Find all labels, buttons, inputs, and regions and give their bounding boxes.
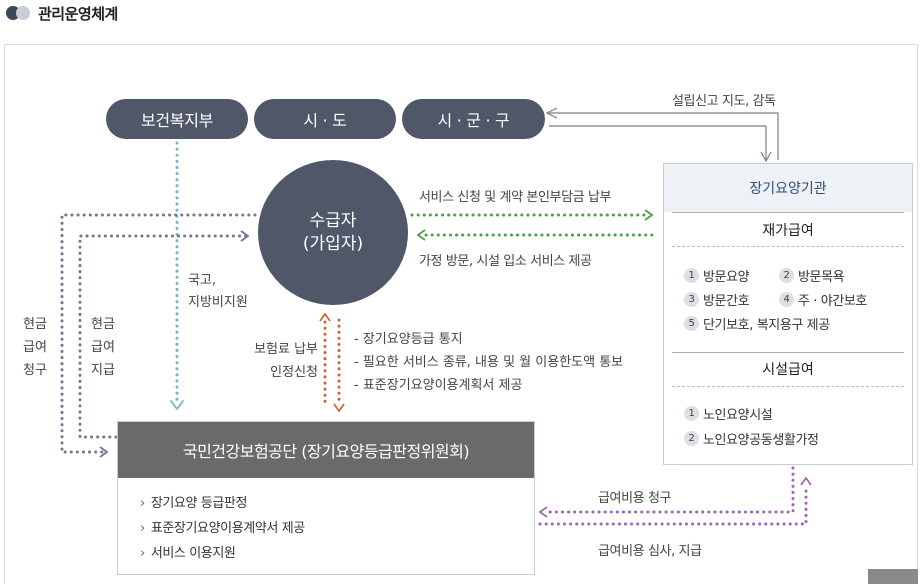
label-cash-claim: 현금 급여 청구 <box>21 313 49 382</box>
chevron-right-icon: › <box>140 546 145 561</box>
label-notice-2: - 필요한 서비스 종류, 내용 및 월 이용한도액 통보 <box>354 355 624 370</box>
section-title: 관리운영체계 <box>38 4 118 23</box>
label-cash-claim-2: 급여 <box>23 340 47 355</box>
home-item-label: 방문목욕 <box>798 270 845 285</box>
label-supervise: 설립신고 지도, 감독 <box>672 94 776 109</box>
chevron-right-icon: › <box>140 496 145 511</box>
facility-item: 1 노인요양시설 <box>684 404 773 423</box>
label-review: 급여비용 심사, 지급 <box>598 544 702 559</box>
premium-arrows <box>323 318 341 406</box>
facility-care-title: 시설급여 <box>762 362 814 378</box>
label-claim: 급여비용 청구 <box>598 491 672 506</box>
subsidy-arrow <box>170 141 184 411</box>
section-header: 관리운영체계 <box>6 4 118 23</box>
facility-item-label: 노인요양시설 <box>703 408 773 423</box>
supervision-arrow <box>545 107 779 163</box>
label-premium-1: 보험료 납부 <box>254 342 318 357</box>
home-item-label: 방문요양 <box>703 270 750 285</box>
label-subsidy-1: 국고, <box>188 273 217 288</box>
home-item-label: 방문간호 <box>703 294 750 309</box>
nhis-item-label: 서비스 이용지원 <box>150 546 236 561</box>
home-item-label: 주 · 야간보호 <box>798 294 867 309</box>
nhis-item: › 표준장기요양이용계약서 제공 <box>140 517 305 536</box>
home-item: 3 방문간호 <box>684 290 750 309</box>
label-notice-1: - 장기요양등급 통지 <box>354 332 463 347</box>
home-item: 2 방문목욕 <box>779 266 845 285</box>
label-cash-claim-1: 현금 <box>23 317 47 332</box>
agency-divider <box>672 212 904 213</box>
nhis-title: 국민건강보험공단 (장기요양등급판정위원회) <box>118 422 534 478</box>
label-subsidy: 국고, 지방비지원 <box>188 270 248 314</box>
bullet-dots-icon <box>6 6 32 20</box>
claim-arrows <box>538 466 808 526</box>
home-item: 5 단기보호, 복지용구 제공 <box>684 314 830 333</box>
home-care-title: 재가급여 <box>762 223 814 239</box>
label-cash-pay: 현금 급여 지급 <box>89 313 117 382</box>
recipient-line1: 수급자 <box>309 210 357 231</box>
label-cash-pay-3: 지급 <box>91 363 115 378</box>
nhis-item: › 서비스 이용지원 <box>140 542 236 561</box>
facility-item-label: 노인요양공동생활가정 <box>703 433 819 448</box>
nhis-box: 국민건강보험공단 (장기요양등급판정위원회) › 장기요양 등급판정 › 표준장기요… <box>117 421 535 575</box>
scroll-top-button[interactable] <box>868 569 918 584</box>
home-item: 1 방문요양 <box>684 266 750 285</box>
node-mohw-label: 보건복지부 <box>140 111 214 130</box>
label-service-apply: 서비스 신청 및 계약 본인부담금 납부 <box>419 190 612 205</box>
home-care-divider <box>672 246 904 247</box>
label-cash-pay-2: 급여 <box>91 340 115 355</box>
number-badge-icon: 2 <box>779 268 794 283</box>
facility-item: 2 노인요양공동생활가정 <box>684 429 819 448</box>
label-service-provide: 가정 방문, 시설 입소 서비스 제공 <box>419 254 592 269</box>
service-arrows <box>410 213 659 237</box>
nhis-item-label: 장기요양 등급판정 <box>150 496 248 511</box>
nhis-item-label: 표준장기요양이용계약서 제공 <box>150 521 305 536</box>
label-premium-2: 인정신청 <box>270 365 318 380</box>
facility-divider <box>672 386 904 387</box>
number-badge-icon: 1 <box>684 406 699 421</box>
home-item: 4 주 · 야간보호 <box>779 290 867 309</box>
home-item-label: 단기보호, 복지용구 제공 <box>703 318 830 333</box>
facility-divider-top <box>672 352 904 353</box>
recipient-line2: (가입자) <box>302 233 364 254</box>
cash-flow-arrows <box>60 213 257 454</box>
label-cash-pay-1: 현금 <box>91 317 115 332</box>
node-mohw: 보건복지부 <box>106 99 248 139</box>
number-badge-icon: 4 <box>779 292 794 307</box>
number-badge-icon: 3 <box>684 292 699 307</box>
label-subsidy-2: 지방비지원 <box>188 295 248 310</box>
node-sido-label: 시 · 도 <box>303 111 347 130</box>
node-recipient: 수급자 (가입자) <box>258 160 408 305</box>
label-cash-claim-3: 청구 <box>23 363 47 378</box>
label-notice-3: - 표준장기요양이용계획서 제공 <box>354 378 523 393</box>
agency-title: 장기요양기관 <box>664 164 912 212</box>
label-notices: - 장기요양등급 통지 - 필요한 서비스 종류, 내용 및 월 이용한도액 통… <box>354 328 623 397</box>
node-sigungu: 시 · 군 · 구 <box>402 99 545 139</box>
number-badge-icon: 1 <box>684 268 699 283</box>
chevron-right-icon: › <box>140 521 145 536</box>
node-sigungu-label: 시 · 군 · 구 <box>437 111 510 130</box>
label-premium: 보험료 납부 인정신청 <box>244 338 318 384</box>
node-sido: 시 · 도 <box>254 99 396 139</box>
number-badge-icon: 2 <box>684 431 699 446</box>
number-badge-icon: 5 <box>684 316 699 331</box>
nhis-item: › 장기요양 등급판정 <box>140 492 247 511</box>
